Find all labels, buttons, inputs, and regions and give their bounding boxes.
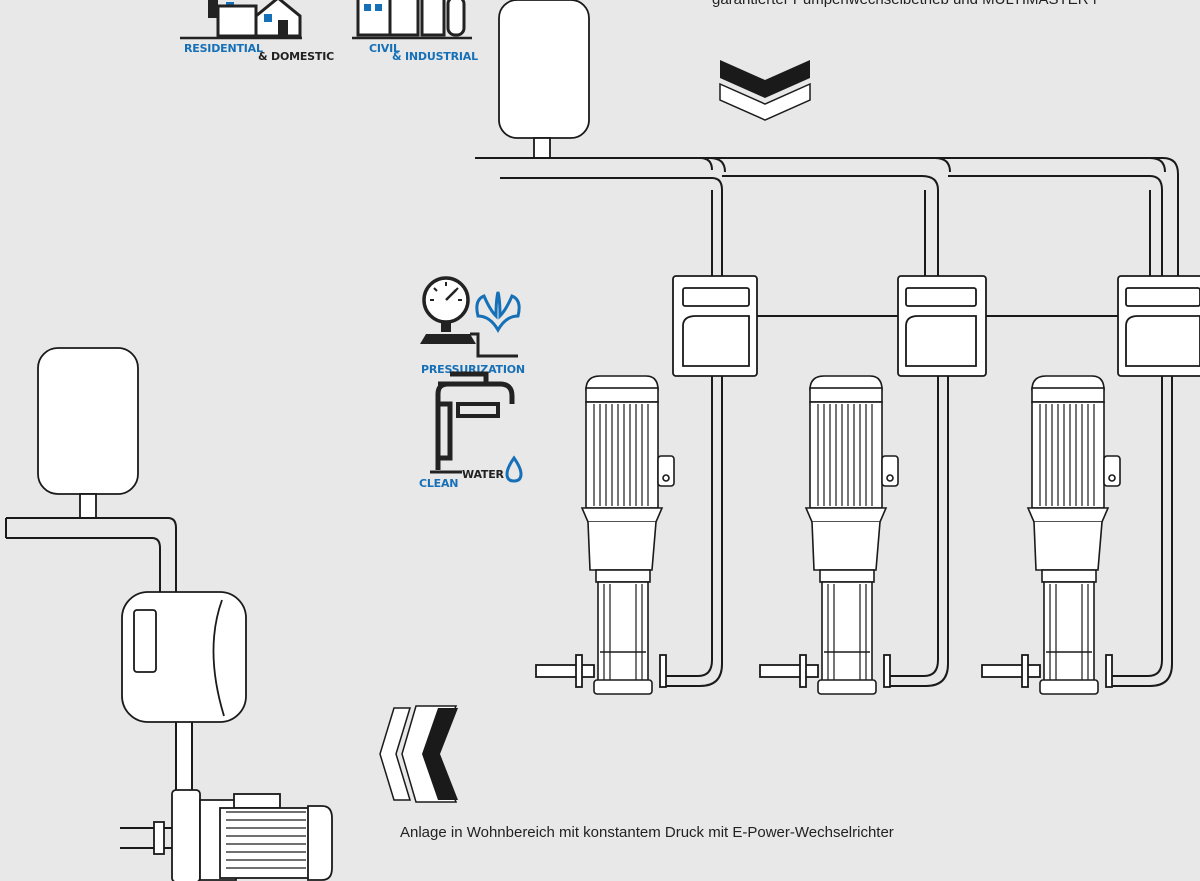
pressure-tank-left <box>37 347 139 519</box>
vertical-pump-2 <box>804 375 899 695</box>
vertical-pump-1 <box>580 375 713 695</box>
pressure-tank-top <box>498 0 590 159</box>
industrial-label: & INDUSTRIAL <box>392 50 478 63</box>
inverter-2 <box>897 275 987 377</box>
pump-pipes <box>662 376 1173 687</box>
horizontal-pump-left <box>120 789 333 881</box>
inverter-3 <box>1117 275 1200 377</box>
caption-top: garantierter Pumpenwechselbetrieb und MU… <box>712 0 1097 8</box>
residential-label: RESIDENTIAL <box>184 42 263 55</box>
domestic-label: & DOMESTIC <box>258 50 334 63</box>
pressurization-icon: PRESSURIZATION <box>420 276 525 376</box>
inverter-1 <box>672 275 758 377</box>
chevron-left-icon <box>379 705 458 803</box>
caption-bottom: Anlage in Wohnbereich mit konstantem Dru… <box>400 824 894 841</box>
inverter-left <box>121 591 247 723</box>
vertical-pump-3 <box>1026 375 1121 695</box>
manifold-pipes <box>475 157 1179 278</box>
residential-domestic-icon: RESIDENTIAL & DOMESTIC <box>180 0 334 63</box>
suction-pipes <box>535 654 1113 688</box>
clean-water-icon: CLEAN WATER <box>419 371 523 490</box>
clean-label: CLEAN <box>419 477 458 490</box>
pressurization-label: PRESSURIZATION <box>421 363 525 376</box>
water-label: WATER <box>462 468 505 481</box>
civil-label: CIVIL <box>369 42 400 55</box>
chevron-down-icon <box>719 60 811 121</box>
civil-industrial-icon: CIVIL & INDUSTRIAL <box>352 0 478 63</box>
